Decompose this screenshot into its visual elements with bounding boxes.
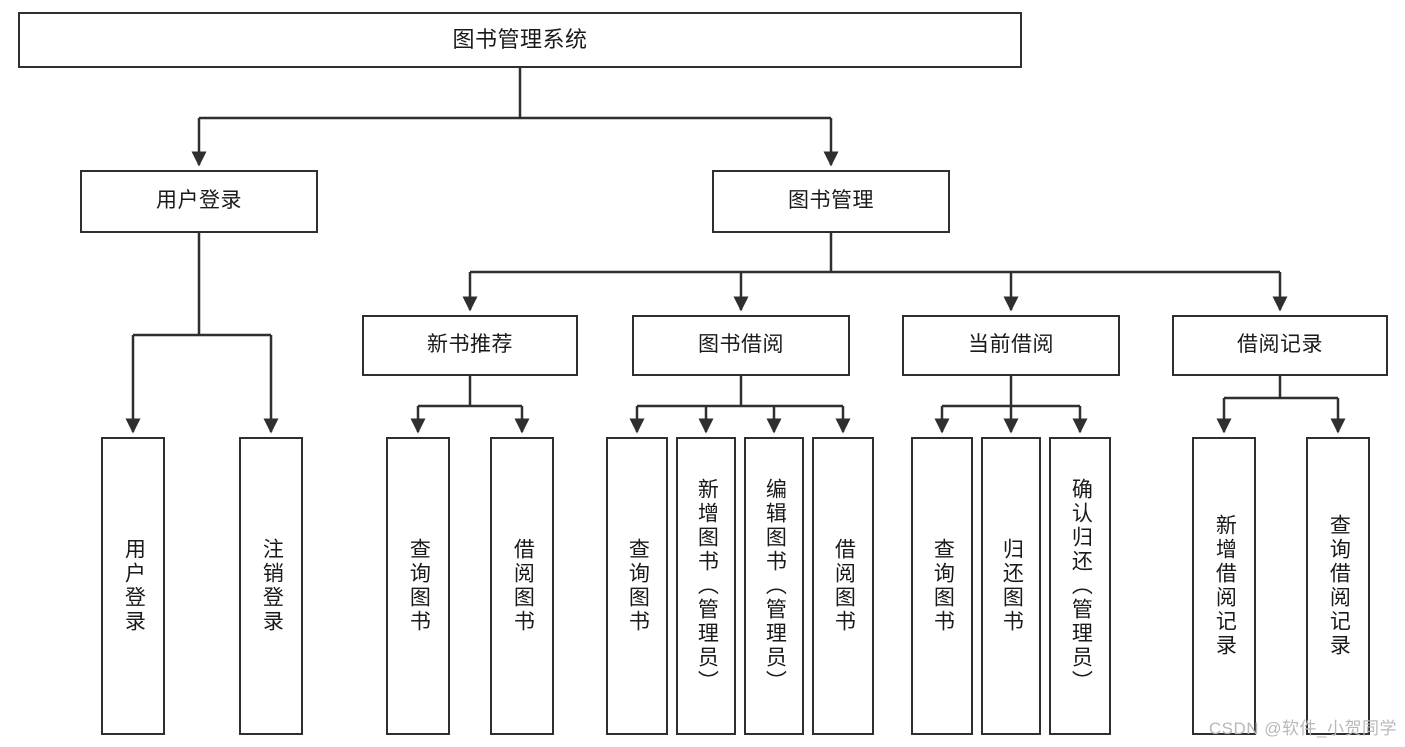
node-leaf-add-book[interactable]: 新增图书（管理员） (676, 437, 736, 735)
node-book-manage-label: 图书管理 (788, 189, 874, 213)
node-leaf-query-book-3-label: 查询图书 (931, 538, 955, 634)
node-leaf-confirm-return[interactable]: 确认归还（管理员） (1049, 437, 1111, 735)
node-leaf-edit-book-label: 编辑图书（管理员） (763, 478, 787, 694)
node-leaf-query-book-2-label: 查询图书 (626, 538, 650, 634)
node-book-borrow[interactable]: 图书借阅 (632, 315, 850, 376)
node-root-system-label: 图书管理系统 (452, 27, 588, 53)
node-leaf-query-record-label: 查询借阅记录 (1327, 514, 1351, 658)
node-leaf-return-book-label: 归还图书 (1000, 538, 1024, 634)
node-leaf-query-book-1[interactable]: 查询图书 (386, 437, 450, 735)
node-leaf-user-login[interactable]: 用户登录 (101, 437, 165, 735)
node-book-borrow-label: 图书借阅 (698, 333, 784, 357)
node-borrow-record-label: 借阅记录 (1237, 333, 1323, 357)
node-leaf-query-book-1-label: 查询图书 (407, 538, 431, 634)
node-leaf-query-book-2[interactable]: 查询图书 (606, 437, 668, 735)
node-leaf-borrow-book-1[interactable]: 借阅图书 (490, 437, 554, 735)
node-book-manage[interactable]: 图书管理 (712, 170, 950, 233)
node-leaf-borrow-book-2-label: 借阅图书 (832, 538, 856, 634)
node-new-book-recommend-label: 新书推荐 (427, 333, 513, 357)
node-current-borrow[interactable]: 当前借阅 (902, 315, 1120, 376)
node-new-book-recommend[interactable]: 新书推荐 (362, 315, 578, 376)
node-leaf-add-record-label: 新增借阅记录 (1213, 514, 1237, 658)
node-leaf-borrow-book-1-label: 借阅图书 (511, 538, 535, 634)
node-borrow-record[interactable]: 借阅记录 (1172, 315, 1388, 376)
node-user-login[interactable]: 用户登录 (80, 170, 318, 233)
node-leaf-edit-book[interactable]: 编辑图书（管理员） (744, 437, 804, 735)
node-leaf-query-record[interactable]: 查询借阅记录 (1306, 437, 1370, 735)
node-root-system[interactable]: 图书管理系统 (18, 12, 1022, 68)
node-current-borrow-label: 当前借阅 (968, 333, 1054, 357)
node-leaf-add-record[interactable]: 新增借阅记录 (1192, 437, 1256, 735)
node-leaf-logout[interactable]: 注销登录 (239, 437, 303, 735)
node-leaf-confirm-return-label: 确认归还（管理员） (1069, 478, 1093, 694)
node-leaf-borrow-book-2[interactable]: 借阅图书 (812, 437, 874, 735)
node-leaf-add-book-label: 新增图书（管理员） (695, 478, 719, 694)
node-leaf-user-login-label: 用户登录 (122, 538, 146, 634)
node-user-login-label: 用户登录 (156, 189, 242, 213)
node-leaf-return-book[interactable]: 归还图书 (981, 437, 1041, 735)
node-leaf-query-book-3[interactable]: 查询图书 (911, 437, 973, 735)
node-leaf-logout-label: 注销登录 (260, 538, 284, 634)
